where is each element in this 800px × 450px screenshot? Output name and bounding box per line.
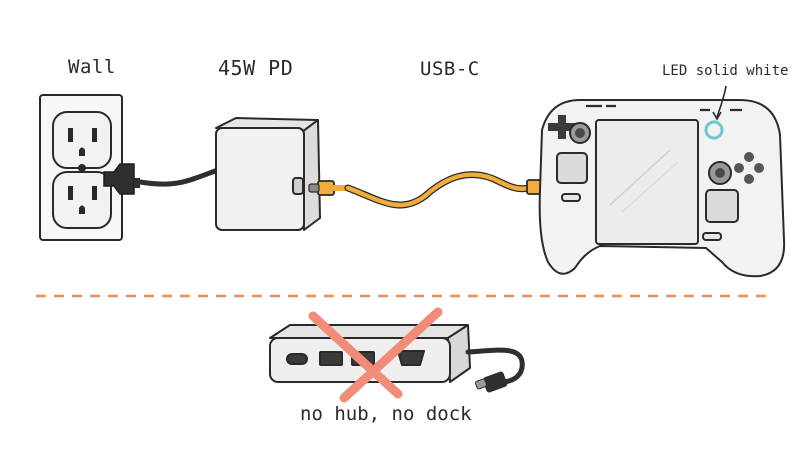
led-arrow-head <box>712 111 722 121</box>
charger-brick <box>215 117 321 231</box>
led-indicator-ring <box>704 120 724 140</box>
led-status-label: LED solid white <box>662 63 789 79</box>
hub-cable <box>465 347 525 393</box>
warning-label: no hub, no dock <box>300 403 472 425</box>
cable-label: USB-C <box>420 58 480 80</box>
power-cord <box>137 167 221 187</box>
wall-outlet <box>39 94 123 241</box>
usbc-cable <box>308 171 555 209</box>
handheld-device <box>538 99 786 278</box>
wall-label: Wall <box>68 56 116 78</box>
cross-mark-icon <box>308 307 443 403</box>
charger-label: 45W PD <box>218 56 294 80</box>
led-arrow <box>716 85 727 118</box>
